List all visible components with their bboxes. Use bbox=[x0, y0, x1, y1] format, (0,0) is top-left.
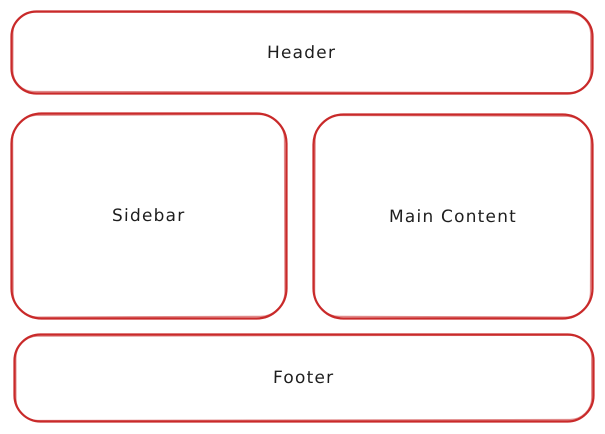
main-content-label: Main Content bbox=[388, 206, 518, 227]
header-box: Header bbox=[10, 10, 594, 95]
main-content-box: Main Content bbox=[312, 113, 594, 320]
rounded-rect-shape bbox=[10, 10, 594, 95]
rounded-rect-shape bbox=[10, 112, 288, 320]
rounded-rect-shape bbox=[13, 333, 595, 423]
rounded-rect-shape bbox=[312, 113, 594, 320]
sidebar-label: Sidebar bbox=[112, 206, 186, 226]
footer-label: Footer bbox=[273, 368, 335, 388]
footer-box: Footer bbox=[13, 333, 595, 423]
header-label: Header bbox=[267, 42, 337, 63]
sidebar-box: Sidebar bbox=[10, 112, 288, 320]
